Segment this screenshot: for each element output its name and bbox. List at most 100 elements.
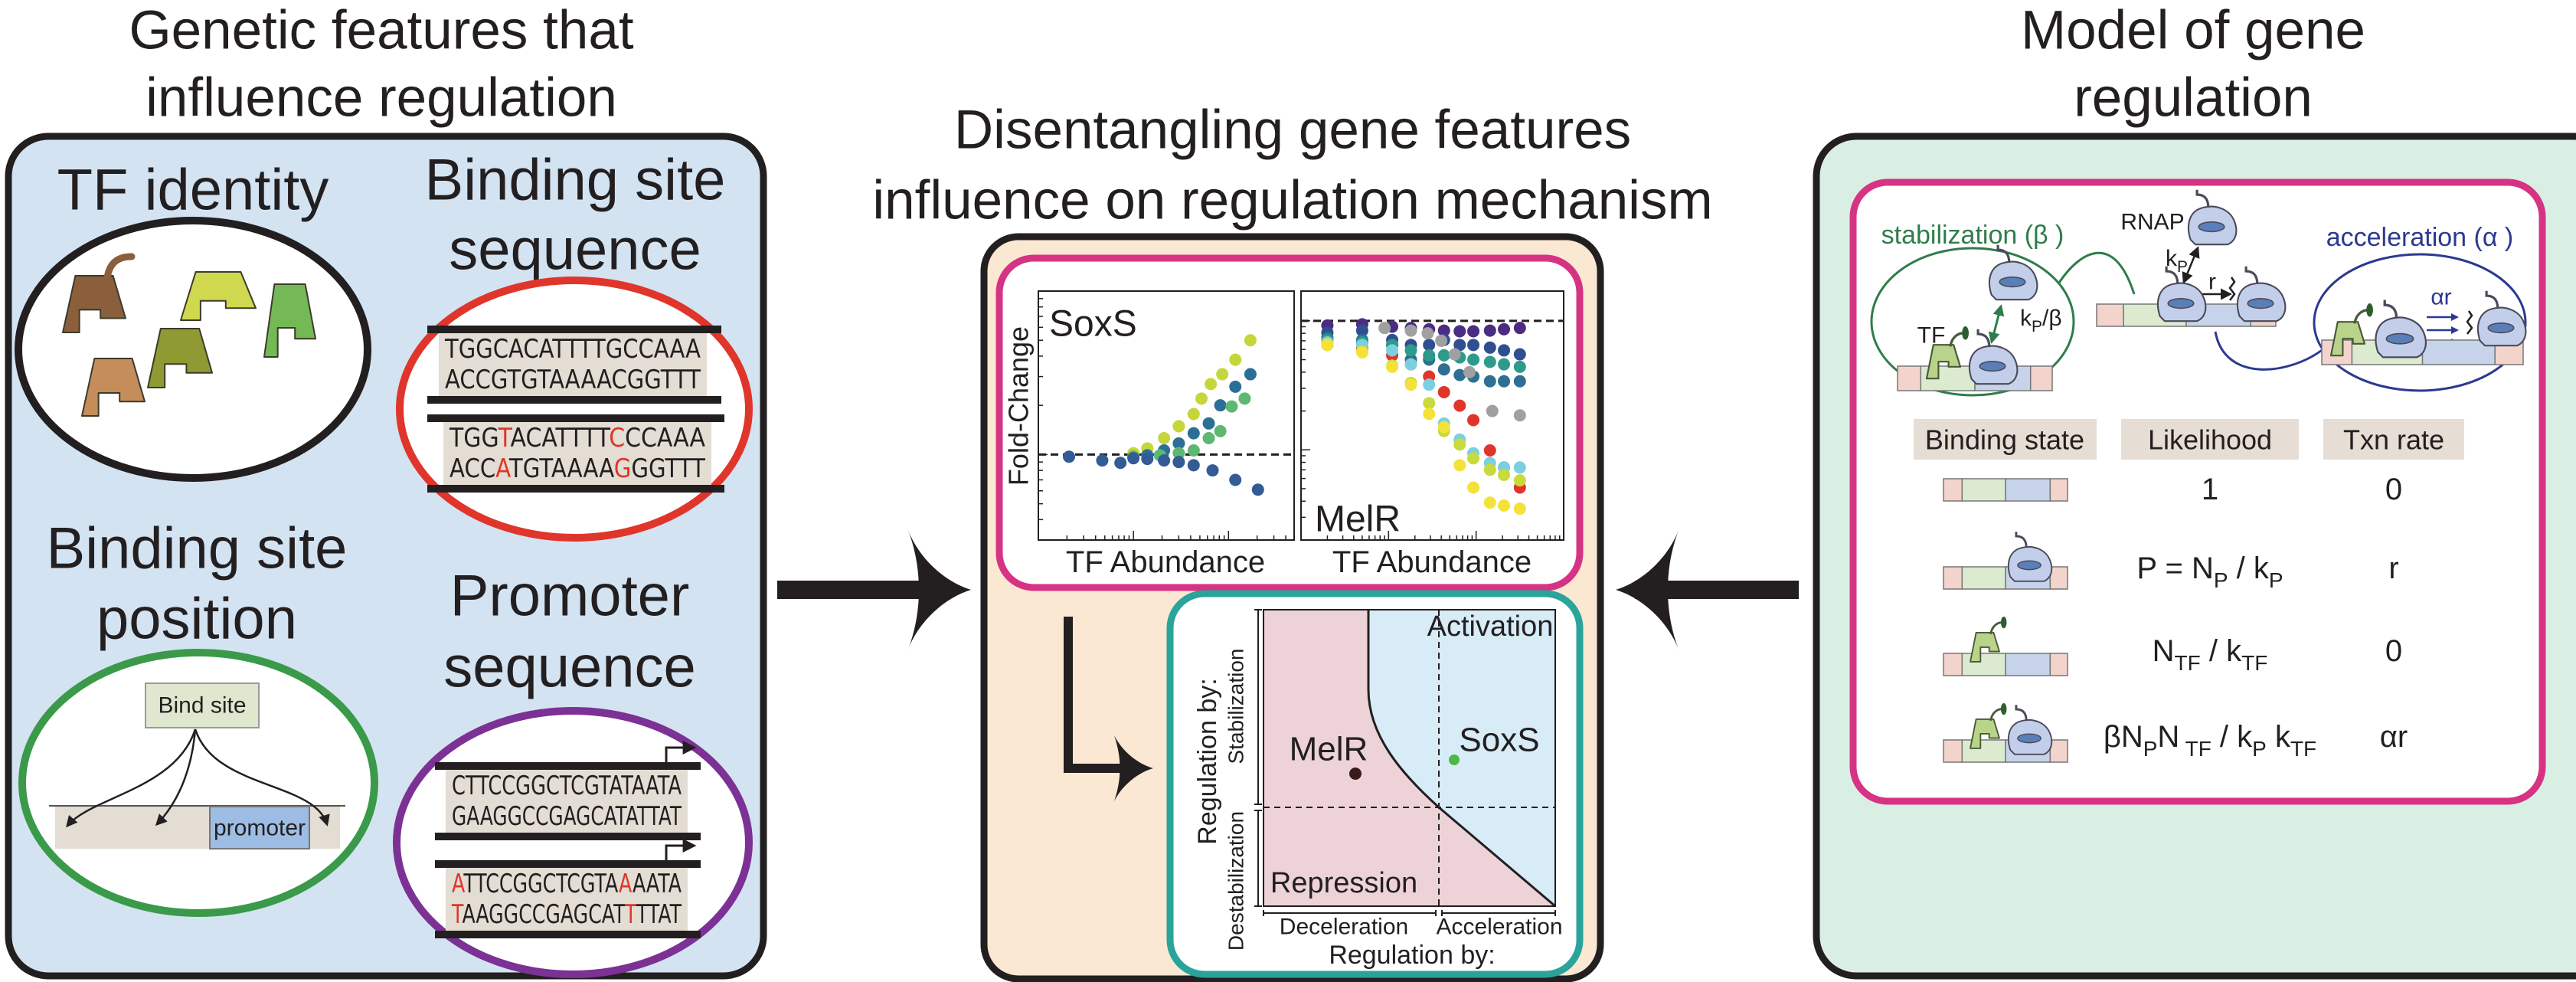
tf-icon: [2329, 303, 2373, 357]
text-segment: GAAGGCCGAGCATATTAT: [452, 801, 682, 832]
tf-body: [1925, 344, 1962, 380]
soxs-point: [1449, 755, 1460, 765]
data-point: [1435, 334, 1448, 347]
data-point: [1229, 353, 1242, 366]
rnap-icon: [1988, 244, 2038, 301]
transcript-icon: [2228, 277, 2236, 301]
data-point: [1214, 399, 1227, 412]
data-point: [1355, 345, 1368, 358]
data-point: [1404, 324, 1417, 337]
tf-contact: [1962, 326, 1969, 340]
text-segment: N: [2153, 634, 2175, 668]
table-row: P = NP / kP r: [1943, 532, 2399, 592]
data-point: [1453, 325, 1466, 338]
data-point: [1483, 355, 1496, 368]
right-title-line-1: Model of gene: [2021, 1, 2365, 61]
mutated-base: T: [451, 899, 463, 930]
text-segment: k: [2020, 306, 2032, 331]
subscript: TF: [2290, 737, 2316, 761]
stabilization-ellipse: [1870, 247, 2075, 397]
text-segment: βN: [2104, 720, 2143, 754]
middle-title-line-1: Disentangling gene features: [954, 100, 1631, 161]
text-segment: / k: [2212, 720, 2253, 754]
data-point: [1463, 365, 1476, 378]
acceleration-ellipse: [2313, 253, 2527, 392]
stabilization-connector: [2058, 251, 2136, 295]
likelihood-cell: P = NP / kP: [2136, 552, 2283, 592]
text-segment: /β: [2042, 306, 2062, 331]
soxs-plot-label: SoxS: [1049, 304, 1137, 345]
dna-region: [1961, 566, 2006, 590]
txn-rate-cell: r: [2388, 552, 2398, 585]
binding-state-cell: [1943, 617, 2068, 676]
fold-change-plots: [1038, 290, 1564, 541]
subscript: P: [2177, 258, 2188, 276]
position-arrow-downstream: [194, 728, 330, 827]
rnap-binding-arrow: [2182, 246, 2200, 284]
rnap-icon: [2007, 705, 2053, 755]
rnap-icon: [2007, 532, 2053, 582]
data-point: [1205, 378, 1218, 391]
tf-icon: [1925, 326, 1969, 380]
data-point: [1467, 452, 1480, 465]
position-arrow-upstream: [66, 728, 197, 828]
rnap-channel: [2017, 560, 2042, 571]
data-point: [1498, 344, 1511, 357]
text-segment: N: [2157, 720, 2179, 754]
header-binding-state: Binding state: [1925, 424, 2084, 456]
sequence-top-strand: CTTCCGGCTCGTATAATA: [452, 771, 682, 801]
text-segment: k: [2267, 720, 2291, 754]
rnap-channel: [2385, 332, 2414, 345]
rnap-hook: [2015, 705, 2028, 722]
header-likelihood: Likelihood: [2148, 424, 2272, 456]
phase-diagram: Activation SoxS MelR Repression Decelera…: [1193, 609, 1563, 970]
plot-melr: [1300, 290, 1564, 541]
dna-region: [2096, 303, 2124, 327]
rnap-hook: [2383, 300, 2398, 319]
x-axis-title: Regulation by:: [1329, 941, 1495, 970]
data-point: [1404, 344, 1417, 357]
destabilization-label: Destabilization: [1224, 811, 1248, 951]
data-point: [1421, 327, 1434, 340]
acceleration-label: Acceleration: [1436, 915, 1562, 940]
dna-strand-bottom: [435, 833, 701, 840]
left-title-line-2: influence regulation: [145, 68, 617, 129]
data-point: [1063, 450, 1076, 463]
tf-label: TF: [1917, 323, 1946, 349]
transcript-icon: [2466, 310, 2473, 335]
data-point: [1513, 409, 1526, 422]
text-segment: TGGCACATTTTGCCAAA: [444, 334, 701, 365]
data-point: [1187, 427, 1200, 440]
mutated-base: G: [614, 453, 632, 484]
tf-shape-green: [263, 283, 316, 358]
data-point: [1486, 404, 1499, 417]
data-point: [1378, 322, 1391, 335]
data-point: [1404, 378, 1417, 391]
data-point: [1498, 375, 1511, 388]
tf-tail: [103, 253, 136, 286]
data-point: [1355, 324, 1368, 337]
data-point: [1386, 360, 1399, 373]
data-point: [1483, 444, 1496, 457]
left-title-line-1: Genetic features that: [129, 1, 633, 61]
sequence-background: [446, 770, 688, 833]
plot-soxs: [1038, 290, 1295, 541]
data-point: [1386, 344, 1399, 357]
data-point: [1498, 499, 1511, 512]
dna-region: [2005, 653, 2051, 676]
likelihood-cell: NTF / kTF: [2153, 634, 2268, 675]
data-point: [1437, 324, 1450, 337]
subscript: P: [2032, 318, 2042, 336]
data-point: [1423, 378, 1436, 391]
sequence-bottom-strand: ACCATGTAAAAGGGTTT: [449, 453, 705, 484]
dna-region: [1943, 478, 1963, 502]
arrow-head-icon: [1616, 529, 1679, 651]
data-point: [1513, 474, 1526, 487]
promoter-box: [209, 806, 310, 849]
data-point: [1467, 325, 1480, 338]
